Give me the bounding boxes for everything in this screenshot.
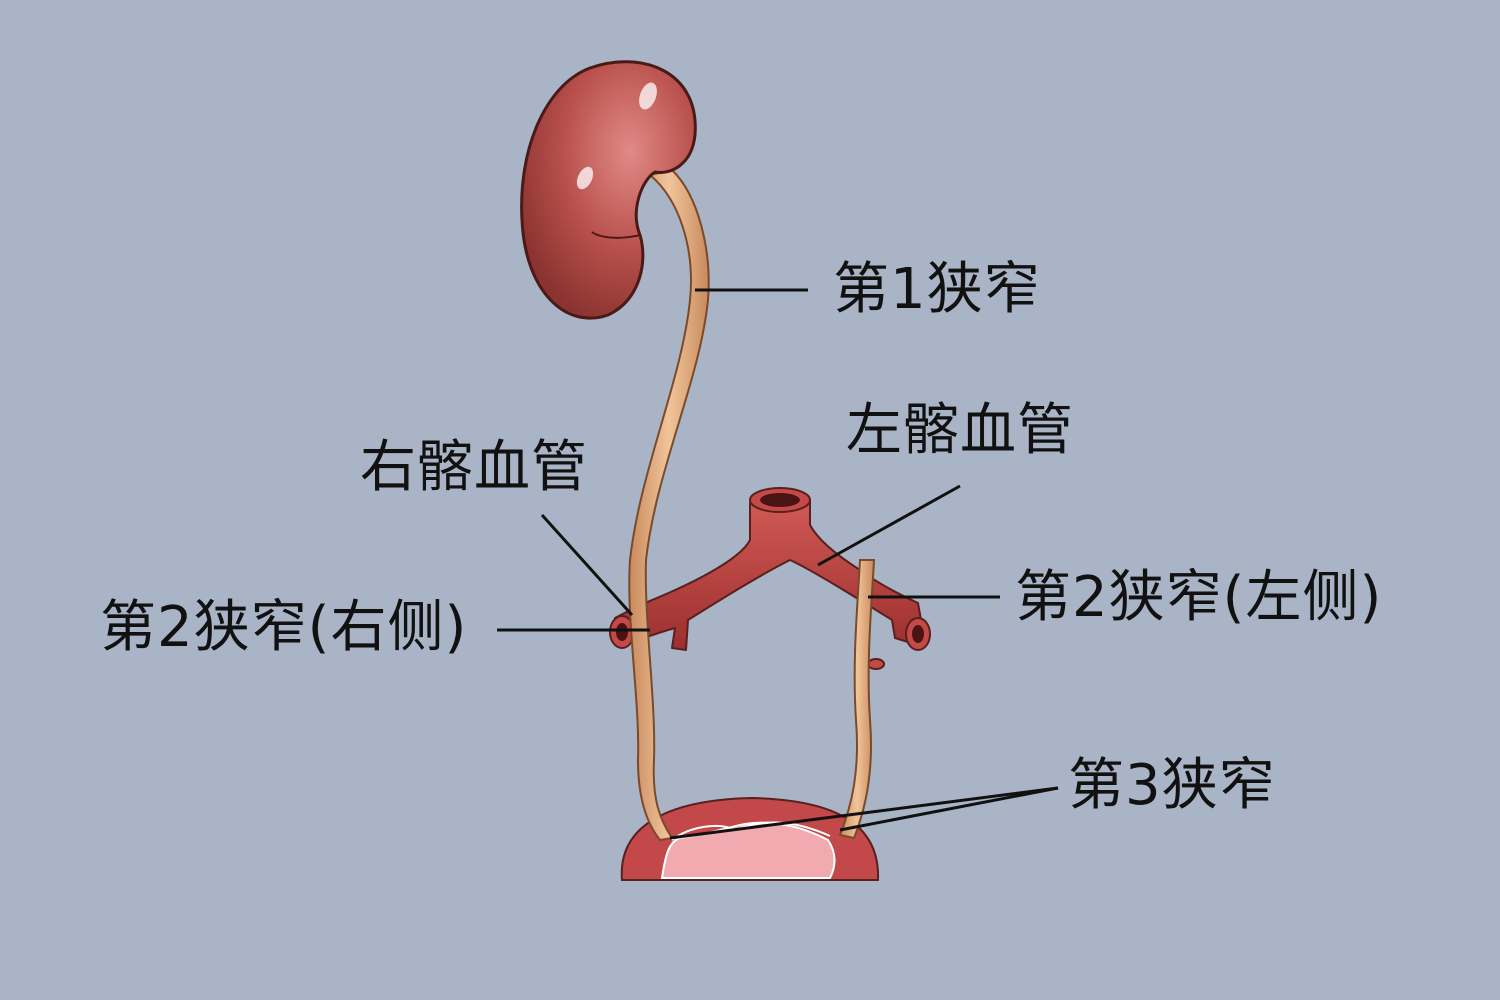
label-narrowing-3: 第3狭窄 — [1068, 753, 1276, 818]
leader-narrowing-3-a — [669, 786, 1059, 840]
label-right-iliac-vessel: 右髂血管 — [360, 435, 588, 500]
leader-lines — [497, 288, 1059, 840]
label-narrowing-1: 第1狭窄 — [833, 257, 1041, 322]
label-left-iliac-vessel: 左髂血管 — [846, 398, 1074, 463]
label-narrowing-2-right: 第2狭窄(右侧) — [100, 595, 468, 660]
leader-right-iliac — [540, 513, 634, 617]
label-narrowing-2-left: 第2狭窄(左侧) — [1015, 565, 1383, 630]
leader-left-iliac — [817, 484, 961, 567]
iliac-vessels — [609, 487, 931, 670]
kidney — [520, 60, 697, 320]
left-ureter — [838, 559, 876, 840]
leader-narrowing-3-b — [839, 786, 1059, 832]
